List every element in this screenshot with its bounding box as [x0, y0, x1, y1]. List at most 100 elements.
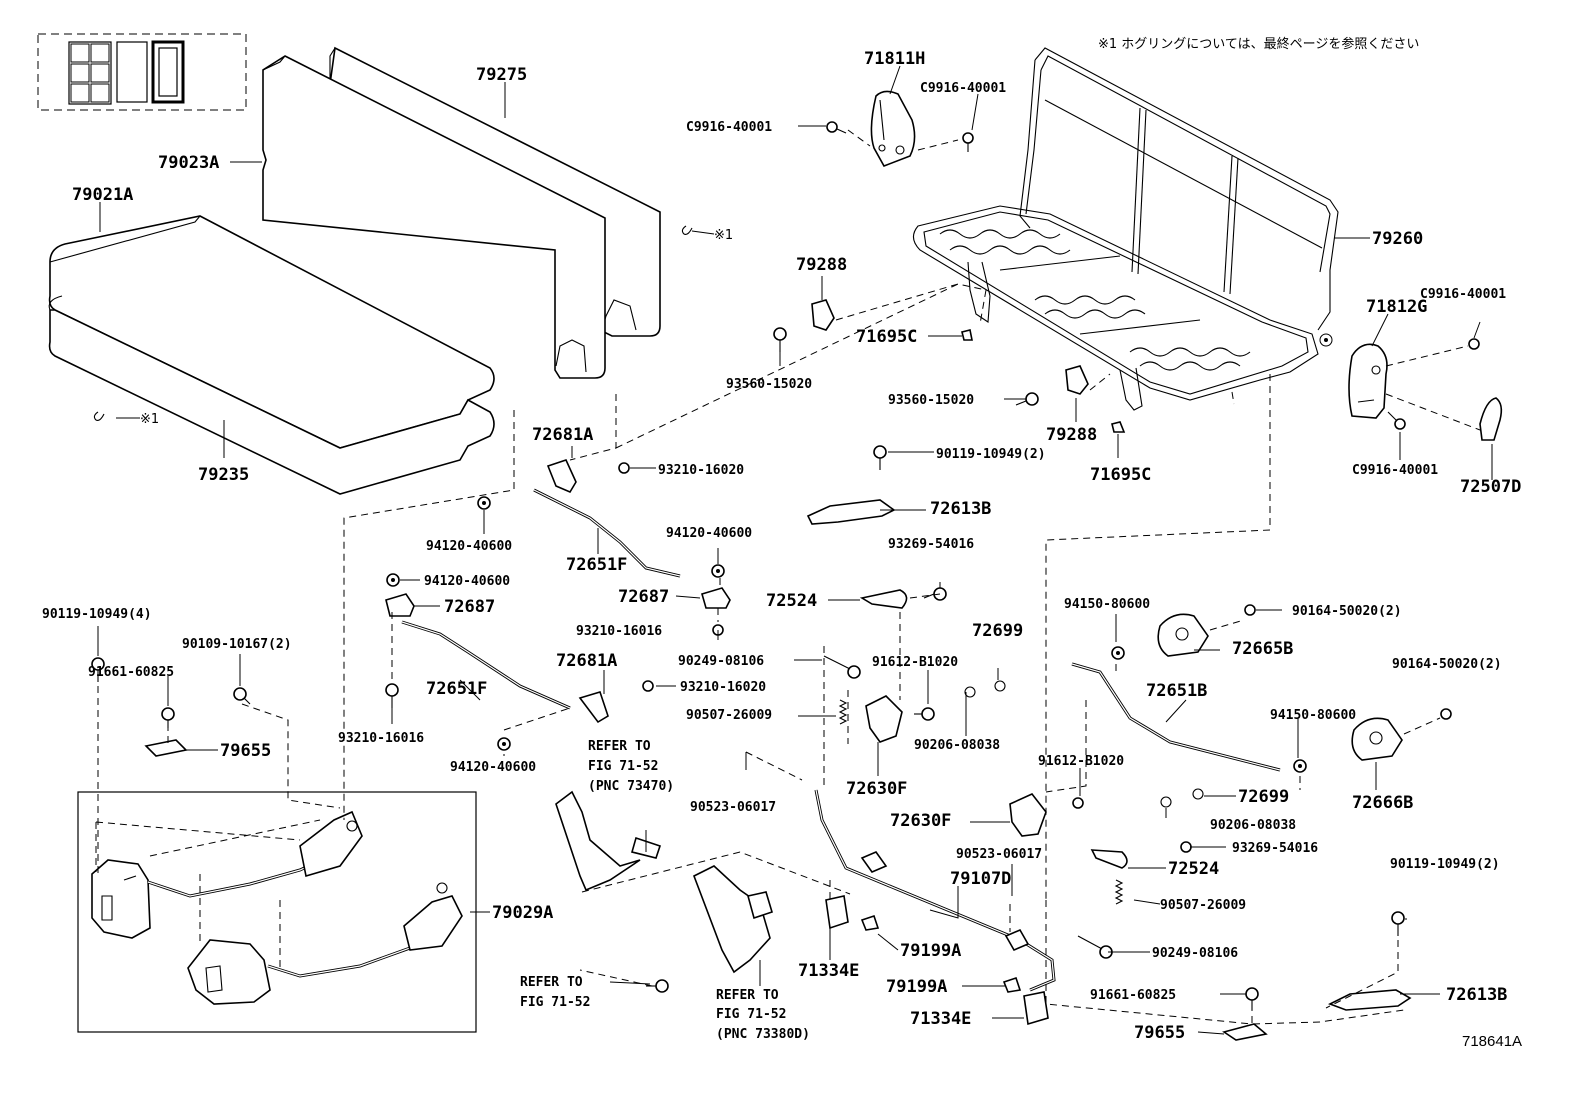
part-label: 72630F — [846, 779, 907, 799]
part-label: 79029A — [492, 903, 553, 923]
latch-72630F — [865, 695, 1047, 837]
part-label: 94120-40600 — [424, 574, 510, 589]
leader-lines — [97, 65, 1493, 1035]
lock-72666B — [1351, 717, 1403, 761]
part-label: 91612-B1020 — [1038, 754, 1124, 769]
part-label: 90119-10949(2) — [1390, 857, 1500, 872]
refer-line: REFER TO — [588, 739, 651, 754]
part-label: 72651B — [1146, 681, 1207, 701]
part-label: 71334E — [910, 1009, 971, 1029]
part-label: 90249-08106 — [678, 654, 764, 669]
part-label: 94120-40600 — [666, 526, 752, 541]
part-label: 72630F — [890, 811, 951, 831]
bracket-72681A — [546, 459, 609, 724]
part-label: 71812G — [1366, 297, 1427, 317]
part-label: 79288 — [796, 255, 847, 275]
belt-buckle-73380D — [692, 865, 773, 974]
part-label: 90507-26009 — [686, 708, 772, 723]
part-label: 72687 — [444, 597, 495, 617]
hinge-cover-71811H — [870, 90, 916, 167]
clip-71695C — [961, 329, 1126, 433]
hog-ring-marker: ※1 — [714, 228, 733, 243]
part-label: 72613B — [930, 499, 991, 519]
refer-note-plain: REFER TO FIG 71-52 — [520, 975, 590, 1010]
hook-72524 — [859, 589, 1128, 869]
part-label: 90523-06017 — [690, 800, 776, 815]
part-label: 79655 — [220, 741, 271, 761]
part-label: C9916-40001 — [686, 120, 772, 135]
seatback-cover-79023A — [262, 55, 606, 379]
bracket-72613B — [806, 499, 1412, 1011]
part-label: 79023A — [158, 153, 219, 173]
part-label: 79199A — [900, 941, 961, 961]
part-label: 79655 — [1134, 1023, 1185, 1043]
part-label: 94120-40600 — [426, 539, 512, 554]
seat-frame-79260 — [912, 47, 1339, 411]
part-label: 79235 — [198, 465, 249, 485]
part-label: 90507-26009 — [1160, 898, 1246, 913]
hog-ring-icon — [93, 225, 693, 421]
part-label: 91661-60825 — [88, 665, 174, 680]
rod-79107D — [814, 789, 1056, 992]
part-label: 71811H — [864, 49, 925, 69]
part-label: 72651F — [426, 679, 487, 699]
cable-72651F — [401, 488, 1281, 772]
part-label: 72681A — [556, 651, 617, 671]
refer-line: REFER TO — [716, 988, 779, 1003]
part-label: 72699 — [972, 621, 1023, 641]
part-labels: 79275 79023A 79021A 79235 71811H C9916-4… — [42, 49, 1521, 1043]
refer-line: (PNC 73380D) — [716, 1027, 810, 1042]
part-label: C9916-40001 — [920, 81, 1006, 96]
part-label: 79199A — [886, 977, 947, 997]
connector-72687 — [385, 587, 731, 617]
part-label: 90206-08038 — [1210, 818, 1296, 833]
lock-72665B — [1157, 613, 1209, 657]
belt-buckle-73470 — [555, 790, 662, 892]
part-label: 90206-08038 — [914, 738, 1000, 753]
seat-cushion-cover-79021A — [48, 215, 495, 449]
part-label: 72524 — [1168, 859, 1219, 879]
part-label: 79107D — [950, 869, 1011, 889]
part-label: 93560-15020 — [726, 377, 812, 392]
part-label: 90119-10949(4) — [42, 607, 152, 622]
part-label: 79260 — [1372, 229, 1423, 249]
part-label: 72666B — [1352, 793, 1413, 813]
pin-90249 — [823, 655, 1113, 959]
part-label: 72687 — [618, 587, 669, 607]
part-label: 71695C — [1090, 465, 1151, 485]
part-label: 90164-50020(2) — [1292, 604, 1402, 619]
part-label: 72524 — [766, 591, 817, 611]
refer-note-73470: REFER TO FIG 71-52 (PNC 73470) — [588, 739, 674, 794]
part-label: 90119-10949(2) — [936, 447, 1046, 462]
part-label: C9916-40001 — [1352, 463, 1438, 478]
part-label: 72681A — [532, 425, 593, 445]
part-label: 94150-80600 — [1270, 708, 1356, 723]
refer-line: (PNC 73470) — [588, 779, 674, 794]
part-label: 94120-40600 — [450, 760, 536, 775]
hog-ring-marker: ※1 — [140, 412, 159, 427]
refer-line: FIG 71-52 — [520, 995, 590, 1010]
part-label: 93210-16020 — [680, 680, 766, 695]
part-label: 93269-54016 — [888, 537, 974, 552]
part-label: 93210-16016 — [338, 731, 424, 746]
clip-79199A — [860, 914, 1022, 993]
part-label: 71334E — [798, 961, 859, 981]
spring-90507 — [838, 699, 1124, 905]
part-label: C9916-40001 — [1420, 287, 1506, 302]
figure-number: 718641A — [1462, 1033, 1522, 1050]
refer-line: REFER TO — [520, 975, 583, 990]
part-label: 90109-10167(2) — [182, 637, 292, 652]
part-label: 79275 — [476, 65, 527, 85]
refer-line: FIG 71-52 — [588, 759, 658, 774]
refer-note-73380D: REFER TO FIG 71-52 (PNC 73380D) — [716, 988, 810, 1042]
part-label: 91612-B1020 — [872, 655, 958, 670]
refer-line: FIG 71-52 — [716, 1007, 786, 1022]
seat-layout-legend — [37, 33, 247, 111]
part-label: 90164-50020(2) — [1392, 657, 1502, 672]
hinge-cover-71812G — [1348, 343, 1388, 419]
hinge-lever-72507D — [1479, 397, 1503, 441]
part-label: 93560-15020 — [888, 393, 974, 408]
part-label: 79021A — [72, 185, 133, 205]
part-label: 91661-60825 — [1090, 988, 1176, 1003]
